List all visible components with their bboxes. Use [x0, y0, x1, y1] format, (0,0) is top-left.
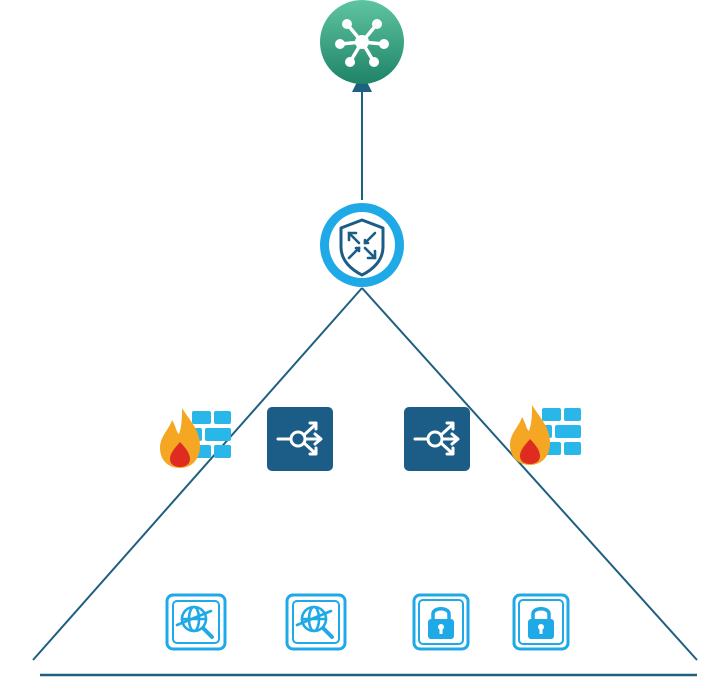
edge-gateway-to-base-right: [361, 287, 698, 661]
shield-arrows-icon[interactable]: [320, 203, 404, 287]
load-balancer-icon[interactable]: [404, 407, 470, 471]
web-filter-icon[interactable]: [285, 593, 347, 651]
network-hub-icon[interactable]: [320, 0, 404, 84]
padlock-icon[interactable]: [512, 593, 570, 651]
edge-gateway-to-base-left: [32, 287, 363, 661]
load-balancer-icon[interactable]: [267, 407, 333, 471]
padlock-icon[interactable]: [412, 593, 470, 651]
firewall-icon[interactable]: [510, 405, 581, 465]
firewall-icon[interactable]: [160, 408, 231, 468]
edges: [32, 72, 698, 677]
web-filter-icon[interactable]: [165, 593, 227, 651]
